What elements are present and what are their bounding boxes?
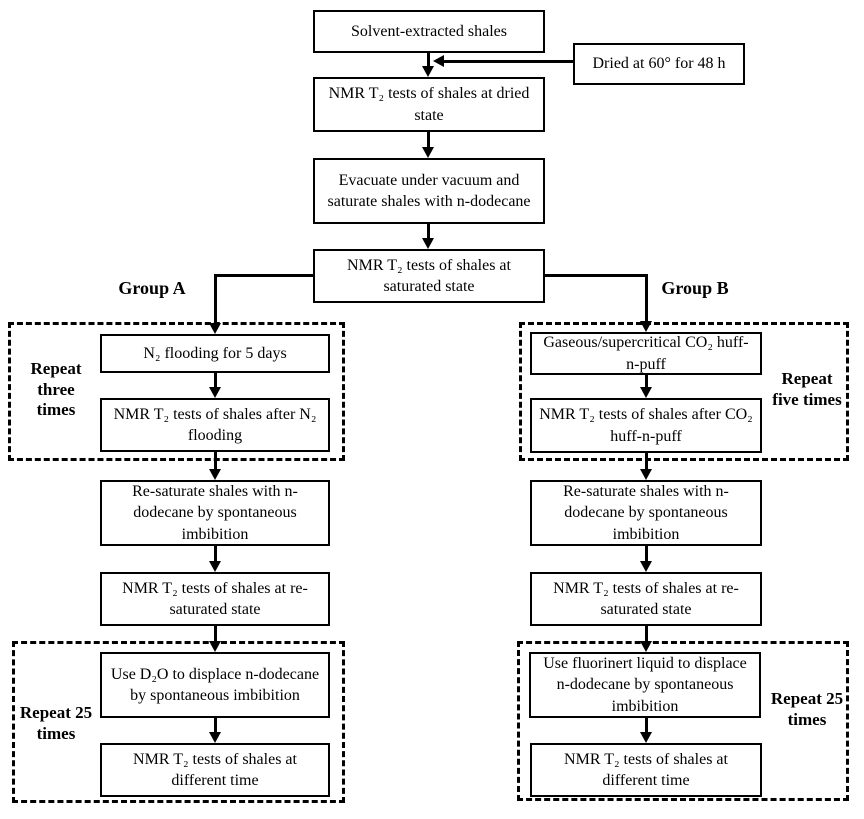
connector-line [645, 718, 648, 733]
connector-line [427, 224, 430, 239]
arrow-down-head [640, 469, 652, 480]
arrow-down-head [640, 321, 652, 332]
connector-line [427, 53, 430, 67]
box-nmr-different-time-a: NMR T₂ tests of shales at different time [100, 743, 330, 797]
repeat-three-times-label: Repeat three times [30, 358, 82, 420]
repeat-25-times-label-a: Repeat 25 times [19, 703, 93, 743]
repeat-25-times-label-b: Repeat 25 times [770, 689, 844, 729]
box-solvent-extracted-shales: Solvent-extracted shales [313, 10, 545, 53]
box-fluorinert-displace: Use fluorinert liquid to displace n-dode… [529, 652, 761, 718]
box-n2-flooding: N₂ flooding for 5 days [100, 334, 330, 373]
connector-line [427, 132, 430, 148]
connector-line [645, 626, 648, 642]
box-nmr-resaturated-a: NMR T₂ tests of shales at re-saturated s… [100, 572, 330, 626]
connector-line [214, 274, 217, 324]
box-nmr-saturated-state: NMR T₂ tests of shales at saturated stat… [313, 249, 545, 303]
connector-line [444, 60, 573, 63]
arrow-down-head [422, 147, 434, 158]
group-a-label: Group A [118, 278, 186, 298]
arrow-down-head [422, 66, 434, 77]
box-nmr-different-time-b: NMR T₂ tests of shales at different time [530, 743, 762, 797]
repeat-five-times-label: Repeat five times [772, 369, 842, 409]
box-resaturate-b: Re-saturate shales with n-dodecane by sp… [530, 480, 762, 546]
repeat-box-group-b-top [519, 322, 849, 461]
connector-line [214, 718, 217, 733]
arrow-down-head [640, 641, 652, 652]
repeat-box-group-b-bottom [517, 641, 849, 801]
box-nmr-dried-state: NMR T₂ tests of shales at dried state [313, 77, 545, 132]
arrow-down-head [209, 469, 221, 480]
box-co2-huff-n-puff: Gaseous/supercritical CO₂ huff-n-puff [530, 332, 762, 375]
connector-line [645, 453, 648, 470]
box-nmr-resaturated-b: NMR T₂ tests of shales at re-saturated s… [530, 572, 762, 626]
connector-line [645, 375, 648, 388]
repeat-box-group-a-bottom [12, 641, 345, 803]
connector-line [645, 274, 648, 322]
box-nmr-after-n2-flooding: NMR T₂ tests of shales after N₂ flooding [100, 398, 330, 452]
connector-line [545, 274, 647, 277]
box-dried-note: Dried at 60° for 48 h [573, 43, 745, 85]
arrow-down-head [209, 323, 221, 334]
arrow-down-head [209, 387, 221, 398]
box-resaturate-a: Re-saturate shales with n-dodecane by sp… [100, 480, 330, 546]
arrow-down-head [640, 561, 652, 572]
arrow-down-head [640, 387, 652, 398]
repeat-box-group-a-top [8, 322, 345, 461]
arrow-down-head [640, 732, 652, 743]
connector-line [215, 274, 313, 277]
connector-line [214, 452, 217, 470]
connector-line [645, 546, 648, 562]
box-nmr-after-co2: NMR T₂ tests of shales after CO₂ huff-n-… [530, 398, 762, 453]
arrow-down-head [209, 561, 221, 572]
arrow-down-head [209, 641, 221, 652]
arrow-down-head [209, 732, 221, 743]
connector-line [214, 373, 217, 388]
arrow-left-head [433, 55, 444, 67]
connector-line [214, 626, 217, 642]
box-d2o-displace: Use D₂O to displace n-dodecane by sponta… [100, 652, 330, 718]
connector-line [214, 546, 217, 562]
arrow-down-head [422, 238, 434, 249]
group-b-label: Group B [661, 278, 729, 298]
box-evacuate-saturate: Evacuate under vacuum and saturate shale… [313, 158, 545, 224]
